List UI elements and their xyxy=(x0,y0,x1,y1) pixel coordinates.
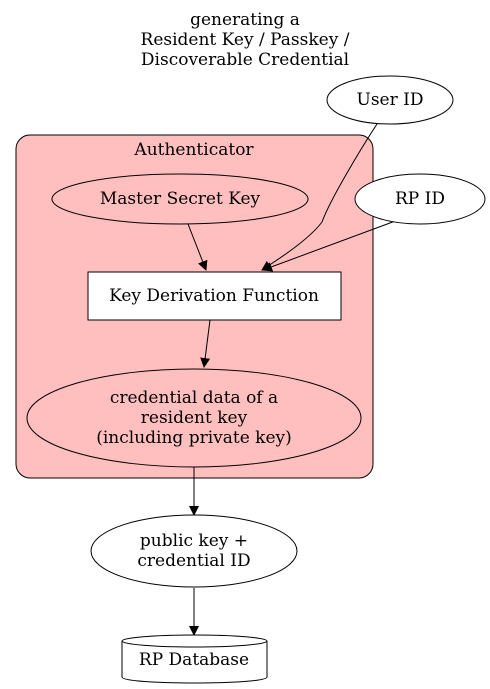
node-rp-id-label: RP ID xyxy=(395,189,445,209)
node-rp-id: RP ID xyxy=(354,173,486,225)
title-line-3: Discoverable Credential xyxy=(141,50,349,70)
edges xyxy=(187,123,399,636)
node-kdf: Key Derivation Function xyxy=(87,271,342,321)
node-public-key-shape xyxy=(90,514,298,588)
node-credential-data-shape xyxy=(26,368,362,468)
node-rp-id-shape xyxy=(354,173,486,225)
edge-master-secret-to-kdf xyxy=(187,223,208,271)
rp-database-cylinder-body xyxy=(121,641,268,684)
node-user-id: User ID xyxy=(326,75,454,125)
edge-kdf-to-credential-data xyxy=(200,319,211,368)
node-user-id-shape xyxy=(326,75,454,125)
node-master-secret-key-label: Master Secret Key xyxy=(100,189,261,209)
node-public-key: public key + credential ID xyxy=(90,514,298,588)
node-user-id-label: User ID xyxy=(357,90,424,110)
node-rp-database-label: RP Database xyxy=(139,650,249,670)
title-line-1: generating a xyxy=(190,10,300,30)
node-master-secret-key: Master Secret Key xyxy=(51,173,309,225)
rp-database-cylinder-top xyxy=(121,634,268,648)
node-rp-database: RP Database xyxy=(121,634,268,684)
node-credential-data-line-2: resident key xyxy=(141,408,248,428)
edge-rp-id-to-kdf xyxy=(262,219,399,272)
node-master-secret-key-shape xyxy=(51,173,309,225)
node-public-key-line-1: public key + xyxy=(140,531,248,551)
authenticator-cluster-label: Authenticator xyxy=(133,140,254,160)
node-credential-data-line-3: (including private key) xyxy=(96,428,292,448)
node-credential-data-line-1: credential data of a xyxy=(110,388,278,408)
node-kdf-shape xyxy=(87,271,342,321)
node-public-key-line-2: credential ID xyxy=(137,551,250,571)
node-kdf-label: Key Derivation Function xyxy=(109,286,319,306)
diagram-title: generating a Resident Key / Passkey / Di… xyxy=(141,10,350,70)
node-credential-data: credential data of a resident key (inclu… xyxy=(26,368,362,468)
title-line-2: Resident Key / Passkey / xyxy=(141,30,350,50)
edge-user-id-to-kdf xyxy=(261,123,378,271)
